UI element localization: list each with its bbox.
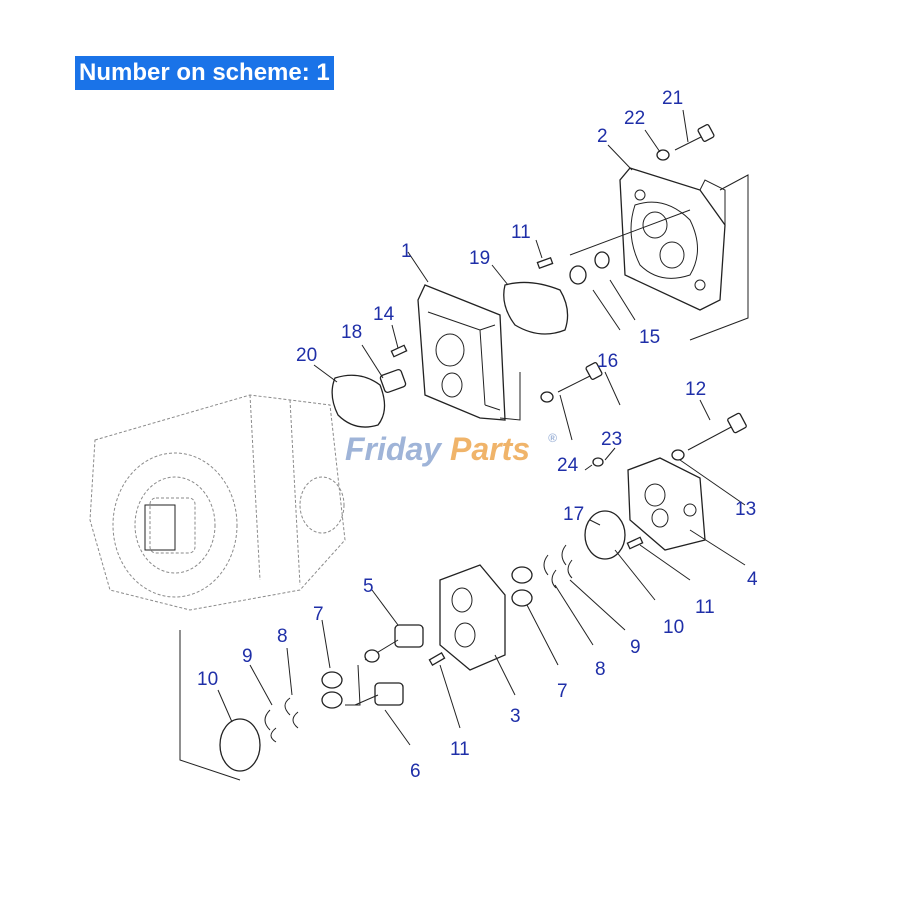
part-12-bolt: [687, 412, 747, 451]
callout-12: 12: [685, 379, 706, 400]
part-19-gasket: [503, 281, 569, 335]
part-15-seal-ring: [569, 265, 587, 285]
part-22-washer: [656, 149, 670, 161]
part-8-9-clips-right: [543, 544, 573, 589]
callout-16: 16: [597, 351, 618, 372]
callout-7-right: 7: [557, 681, 568, 702]
callout-23: 23: [601, 429, 622, 450]
part-11-pin-right: [626, 536, 644, 550]
part-5-drive-gear: [364, 624, 424, 663]
part-8-9-clips-left: [264, 697, 299, 743]
callout-19: 19: [469, 248, 490, 269]
part-14-pin: [390, 344, 408, 358]
callout-9-right: 9: [630, 637, 641, 658]
part-17-seal: [584, 510, 626, 560]
part-23-washer: [540, 391, 554, 403]
callout-21: 21: [662, 88, 683, 109]
callout-8-right: 8: [595, 659, 606, 680]
part-1-cover-plate: [417, 284, 506, 421]
callout-18: 18: [341, 322, 362, 343]
callout-10-left: 10: [197, 669, 218, 690]
pump-body-outline: [89, 394, 346, 611]
part-16-bolt: [557, 362, 603, 393]
scheme-title: Number on scheme: 1: [75, 56, 334, 90]
callout-17: 17: [563, 504, 584, 525]
part-11-pin-bottom: [428, 652, 446, 666]
callout-20: 20: [296, 345, 317, 366]
callout-13: 13: [735, 499, 756, 520]
part-2-rear-cover: [619, 167, 726, 311]
part-20-gasket: [331, 374, 386, 428]
callout-11-right: 11: [695, 597, 715, 618]
callout-10-right: 10: [663, 617, 684, 638]
callout-4: 4: [747, 569, 758, 590]
part-18-bushing: [379, 368, 407, 394]
callout-3: 3: [510, 706, 521, 727]
callout-14: 14: [373, 304, 395, 325]
watermark-brand-a: Friday: [345, 431, 443, 467]
callout-24: 24: [557, 455, 579, 476]
callout-11-bottom: 11: [450, 739, 470, 760]
watermark-brand-b: Parts: [450, 431, 530, 467]
callout-2: 2: [597, 126, 608, 147]
callout-5: 5: [363, 576, 374, 597]
callout-8-left: 8: [277, 626, 288, 647]
part-21-bolt: [674, 124, 715, 151]
callout-labels: 1 2 3 4 5 6 7 7 8 8 9 9 10 10 11 11 11 1…: [197, 88, 758, 782]
part-11-pin-top: [536, 256, 554, 270]
callout-22: 22: [624, 108, 645, 129]
part-10-seal-left: [219, 718, 261, 772]
watermark-mark: ®: [548, 431, 557, 445]
part-7-bushing-left: [321, 671, 343, 709]
callout-6: 6: [410, 761, 421, 782]
part-13-washer: [671, 449, 685, 461]
callout-1: 1: [401, 241, 412, 262]
part-6-driven-gear: [354, 682, 404, 706]
watermark-logo: Friday Parts ®: [345, 431, 557, 467]
part-15-washer: [594, 251, 610, 269]
callout-7-left: 7: [313, 604, 324, 625]
callout-9-left: 9: [242, 646, 253, 667]
part-4-bracket: [627, 457, 706, 551]
callout-15: 15: [639, 327, 660, 348]
callout-11-top: 11: [511, 222, 531, 243]
part-3-gear-housing: [439, 564, 506, 671]
part-7-bushing-right: [511, 566, 533, 607]
part-24-plug: [592, 457, 604, 467]
leader-lines: [179, 109, 749, 781]
